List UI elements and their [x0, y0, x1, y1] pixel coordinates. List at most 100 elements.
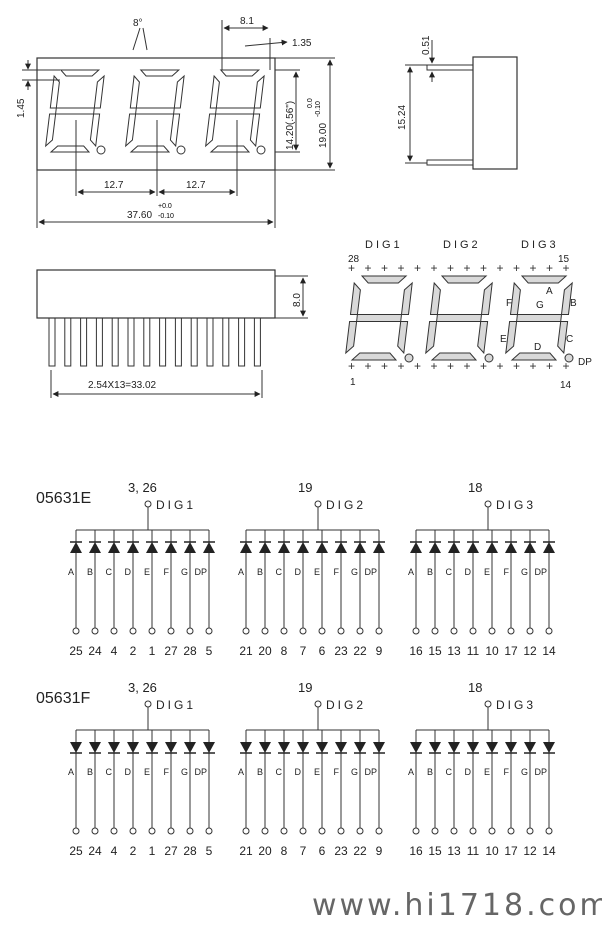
decimal-point	[484, 353, 494, 363]
seg-g-label: G	[536, 300, 544, 311]
decimal-point	[176, 145, 186, 155]
side-lead-bottom	[426, 159, 474, 166]
pin-terminal	[337, 827, 345, 835]
segment-a	[59, 69, 101, 77]
pin-terminal	[129, 627, 137, 635]
seg-c-label: C	[566, 334, 573, 345]
pin-terminal	[186, 627, 194, 635]
diode	[278, 742, 290, 753]
pin-terminal	[242, 627, 250, 635]
segment-name: G	[521, 767, 528, 777]
segment-name: C	[446, 567, 453, 577]
pin-number: 6	[319, 844, 326, 858]
lead-pin	[159, 317, 167, 367]
diode	[89, 742, 101, 753]
diode	[203, 542, 215, 553]
bottom-depth-label: 8.0	[292, 293, 303, 307]
pin-position-mark: +	[530, 261, 537, 275]
segment-name: A	[408, 767, 414, 777]
segment-c	[397, 321, 409, 355]
dp-offset-label: 1.35	[292, 38, 312, 49]
segment-name: B	[87, 767, 93, 777]
pin-position-mark: +	[365, 359, 372, 373]
side-thickness-label: 0.51	[421, 35, 432, 55]
pin-number: 5	[206, 644, 213, 658]
segment-name: A	[238, 767, 244, 777]
pin-position-mark: +	[464, 261, 471, 275]
pin-number: 22	[353, 844, 367, 858]
pin-position-mark: +	[497, 359, 504, 373]
pin-position-mark: +	[447, 359, 454, 373]
pinout-view: DIG1 DIG2 DIG3 28 15 1 14 ++++++++++++++…	[345, 239, 592, 391]
segment-name: G	[521, 567, 528, 577]
pin-number: 16	[409, 844, 423, 858]
common-terminal	[144, 700, 152, 708]
part-number-f: 05631F	[36, 690, 90, 707]
pin-number: 21	[239, 844, 253, 858]
seg-d-label: D	[534, 342, 541, 353]
segment-name: DP	[194, 567, 207, 577]
diode	[486, 742, 498, 753]
segment-name: B	[257, 767, 263, 777]
dig1-title: DIG1	[365, 239, 403, 251]
segment-d	[350, 352, 398, 361]
angle-line-1	[132, 27, 141, 51]
pin-terminal	[242, 827, 250, 835]
corner-pin-28: 28	[348, 254, 360, 265]
pin-position-mark: +	[530, 359, 537, 373]
segment-e	[205, 113, 217, 148]
decimal-point	[404, 353, 414, 363]
segment-e	[505, 321, 518, 355]
diode	[410, 742, 422, 753]
segment-a	[360, 275, 408, 284]
pin-number: 15	[428, 644, 442, 658]
diode	[543, 542, 555, 553]
pin-terminal	[469, 627, 477, 635]
segment-a	[139, 69, 181, 77]
segment-c	[557, 321, 569, 355]
segment-c	[477, 321, 489, 355]
dig-label: DIG1	[156, 498, 196, 512]
diode	[316, 742, 328, 753]
seg-f-label: F	[506, 298, 512, 309]
pin-position-mark: +	[563, 359, 570, 373]
pin-terminal	[110, 627, 118, 635]
segment-name: E	[484, 767, 490, 777]
diode	[297, 742, 309, 753]
lead-pin	[222, 317, 230, 367]
pin-terminal	[91, 827, 99, 835]
diode	[316, 542, 328, 553]
pin-terminal	[412, 827, 420, 835]
segment-name: D	[295, 567, 302, 577]
segment-name: DP	[534, 767, 547, 777]
diode	[127, 542, 139, 553]
pin-terminal	[337, 627, 345, 635]
corner-pin-1: 1	[350, 377, 356, 388]
diode	[259, 542, 271, 553]
segment-b	[93, 74, 105, 109]
pin-terminal	[545, 627, 553, 635]
seg-e-label: E	[500, 334, 507, 345]
segment-name: DP	[364, 767, 377, 777]
pin-terminal	[110, 827, 118, 835]
diode	[146, 542, 158, 553]
decimal-point	[256, 145, 266, 155]
bottom-view: 8.0 2.54X13=33.02	[36, 269, 308, 398]
pin-terminal	[450, 827, 458, 835]
diode	[70, 542, 82, 553]
total-width-label: 37.60	[127, 210, 152, 221]
common-pin-label: 18	[468, 480, 482, 495]
pin-terminal	[356, 627, 364, 635]
pin-number: 14	[542, 844, 556, 858]
seg-b-label: B	[570, 298, 577, 309]
seg-a-label: A	[546, 286, 553, 297]
decimal-point	[96, 145, 106, 155]
diode	[373, 742, 385, 753]
pin-number: 24	[88, 844, 102, 858]
segment-name: DP	[194, 767, 207, 777]
lead-pin	[111, 317, 119, 367]
pin-terminal	[186, 827, 194, 835]
segment-name: E	[144, 767, 150, 777]
pin-terminal	[299, 627, 307, 635]
pin-number: 23	[334, 844, 348, 858]
